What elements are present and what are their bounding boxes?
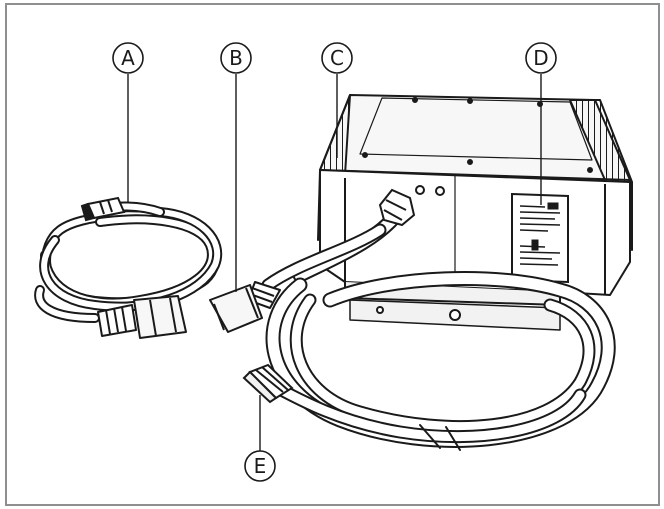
callout-c: C — [321, 42, 353, 74]
ac-power-cord-a — [34, 201, 223, 323]
wall-plug-a — [80, 196, 126, 222]
callout-a: A — [112, 42, 144, 74]
dc-output-connector — [242, 363, 294, 404]
heat-sink-fins-right — [569, 99, 633, 251]
leader-lines — [127, 74, 542, 452]
iec-plug-b — [209, 281, 281, 333]
iec-connector-a — [97, 295, 187, 339]
ac-cord-b — [261, 223, 387, 292]
cable-strain-relief — [378, 188, 416, 227]
callout-label-d: D — [533, 46, 548, 70]
callout-e: E — [244, 450, 276, 482]
callout-d: D — [525, 42, 557, 74]
callout-b: B — [220, 42, 252, 74]
callout-label-e: E — [254, 454, 267, 478]
callout-label-c: C — [330, 46, 344, 70]
frame-border — [5, 3, 660, 506]
callout-label-a: A — [121, 46, 135, 70]
callout-label-b: B — [229, 46, 243, 70]
indicator-label-panel — [511, 192, 569, 284]
